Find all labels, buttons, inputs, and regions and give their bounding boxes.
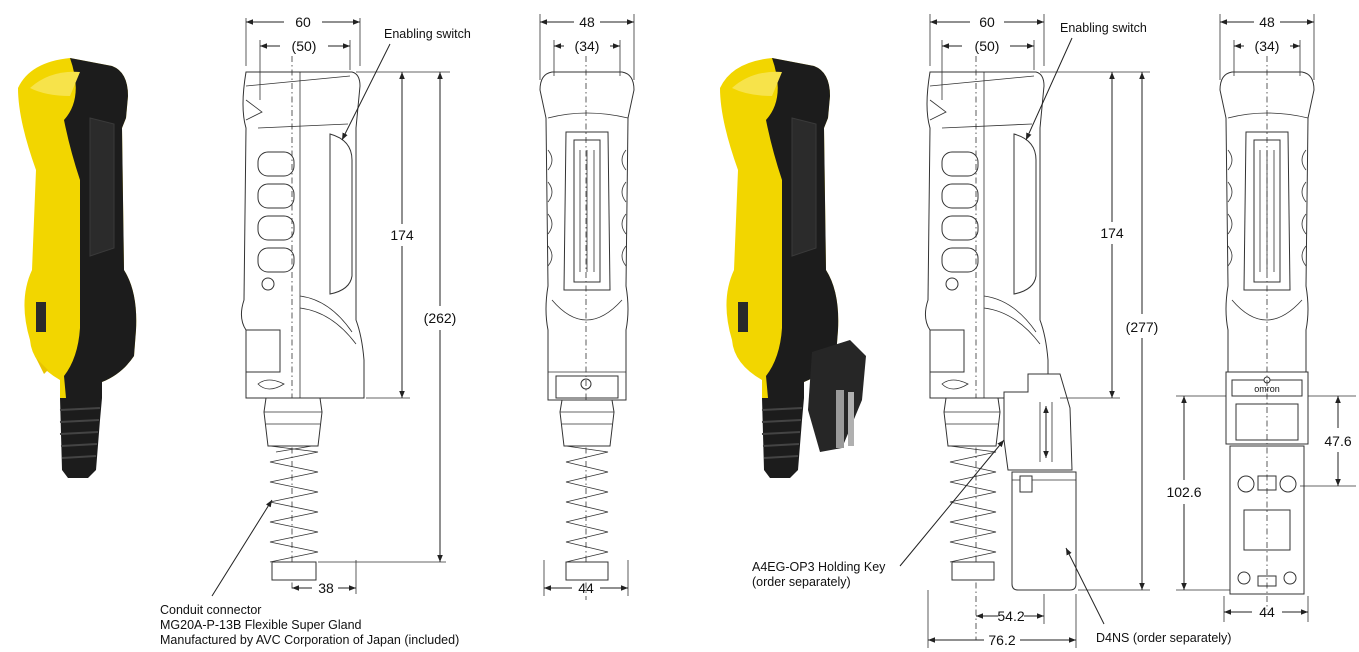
front-dim-47-6: 47.6 (1324, 433, 1351, 449)
front-view-left (539, 56, 635, 600)
dimensions-left: 60 (50) 174 (262) 38 Enabling switch Con… (160, 14, 471, 647)
dim-height-174-left: 174 (390, 227, 414, 243)
dim-height-277-right: (277) (1126, 319, 1159, 335)
label-enabling-switch-left: Enabling switch (384, 27, 471, 41)
front-dim-48-right: 48 (1259, 14, 1275, 30)
front-dim-34-right: (34) (1255, 38, 1280, 54)
front-view-right: omron (1219, 56, 1315, 610)
label-holding-key: A4EG-OP3 Holding Key (752, 560, 886, 574)
dim-offset-76-2: 76.2 (988, 632, 1015, 648)
product-photo-right (720, 58, 866, 478)
front-dim-44-left: 44 (578, 580, 594, 596)
side-view-left (240, 56, 365, 590)
dim-width-50-left: (50) (292, 38, 317, 54)
label-d4ns: D4NS (order separately) (1096, 631, 1231, 645)
dim-width-60-right: 60 (979, 14, 995, 30)
front-dim-44-right: 44 (1259, 604, 1275, 620)
front-dimensions-right: 48 (34) 44 102.6 47.6 (1166, 14, 1356, 622)
label-conduit-model: MG20A-P-13B Flexible Super Gland (160, 618, 362, 632)
dim-offset-54-2: 54.2 (997, 608, 1024, 624)
dim-offset-38-left: 38 (318, 580, 334, 596)
label-conduit-manufacturer: Manufactured by AVC Corporation of Japan… (160, 633, 459, 647)
dim-height-262-left: (262) (424, 310, 457, 326)
label-holding-key-note: (order separately) (752, 575, 851, 589)
front-dimensions-left: 48 (34) 44 (539, 14, 635, 596)
dim-height-174-right: 174 (1100, 225, 1124, 241)
dimensions-right: 60 (50) 174 (277) 54.2 76.2 Enabling swi… (752, 14, 1231, 648)
dim-width-60-left: 60 (295, 14, 311, 30)
product-photo-left (18, 58, 137, 478)
front-dim-48-left: 48 (579, 14, 595, 30)
dim-width-50-right: (50) (975, 38, 1000, 54)
label-enabling-switch-right: Enabling switch (1060, 21, 1147, 35)
label-conduit-connector: Conduit connector (160, 603, 261, 617)
front-dim-34-left: (34) (575, 38, 600, 54)
side-view-right (924, 56, 1077, 640)
front-dim-102-6: 102.6 (1166, 484, 1201, 500)
